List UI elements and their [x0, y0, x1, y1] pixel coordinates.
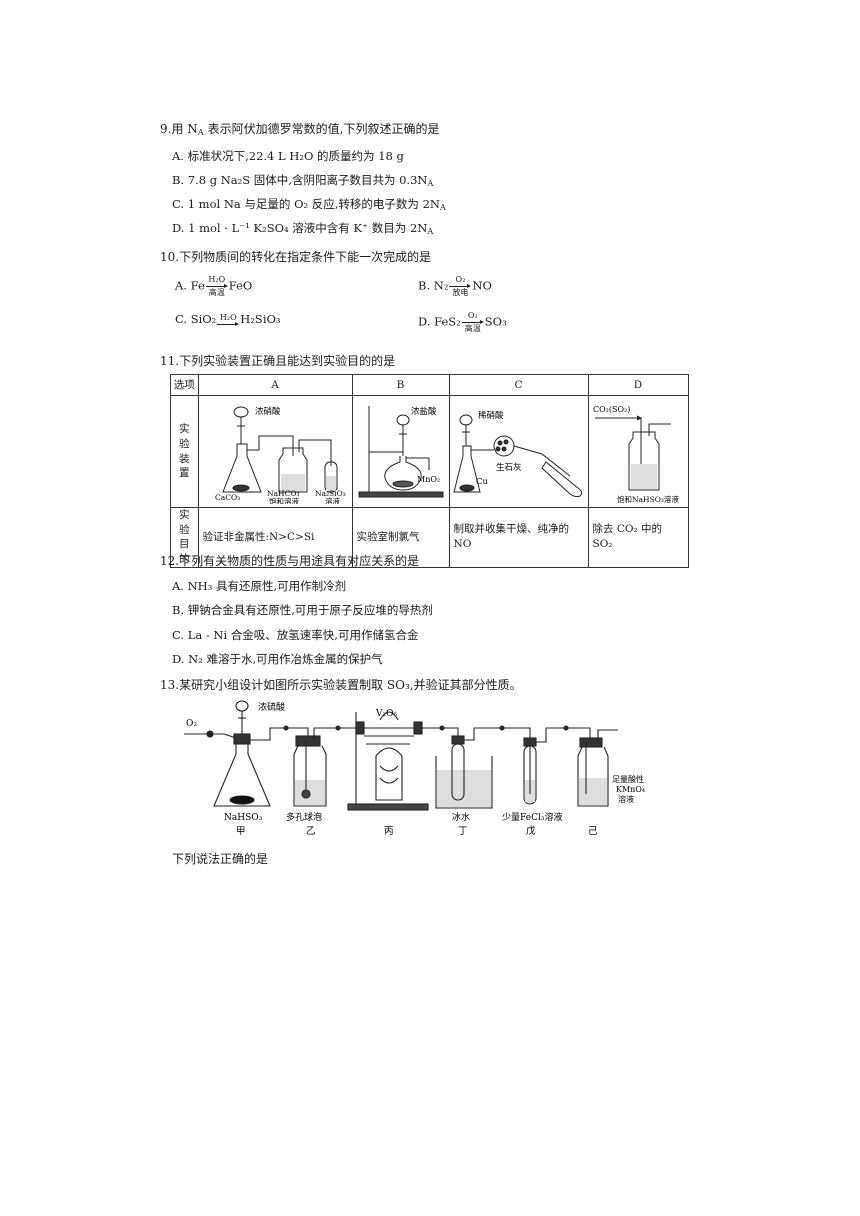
table-header-d: D [587, 374, 689, 396]
q9-option-d: D. 1 mol · L⁻¹ K₂SO₄ 溶液中含有 K⁺ 数目为 2NA [172, 221, 434, 236]
label-bubbler: 多孔球泡 [286, 811, 322, 823]
q12-option-a: A. NH₃ 具有还原性,可用作制冷剂 [172, 579, 347, 593]
q9-option-b: B. 7.8 g Na₂S 固体中,含阴阳离子数目共为 0.3NA [172, 173, 434, 188]
purpose-d: 除去 CO₂ 中的 SO₂ [587, 507, 689, 568]
label-ice-water: 冰水 [452, 811, 470, 823]
q9-stem: 9.用 NA 表示阿伏加德罗常数的值,下列叙述正确的是 [160, 122, 440, 138]
q11-table: 选项 A B C D 实验装置 [170, 374, 689, 568]
label-dilute-nitric: 稀硝酸 [478, 410, 504, 421]
q9-option-a: A. 标准状况下,22.4 L H₂O 的质量约为 18 g [172, 149, 404, 163]
purpose-b: 实验室制氯气 [351, 507, 450, 568]
row-label-apparatus: 实验装置 [170, 395, 199, 508]
q12-option-c: C. La - Ni 合金吸、放氢速率快,可用作储氢合金 [172, 628, 419, 642]
station-ji: 己 [588, 826, 598, 837]
table-header-b: B [351, 374, 450, 396]
station-jia: 甲 [236, 826, 246, 837]
label-conc-nitric: 浓硝酸 [255, 406, 281, 417]
label-mno2: MnO₂ [417, 475, 440, 484]
station-ding: 丁 [458, 826, 468, 837]
table-header-a: A [197, 374, 353, 396]
apparatus-a-drawing: 浓硝酸 CaCO₃ NaHCO₃ 饱和溶液 Na₂SiO₃ 溶液 [215, 406, 346, 506]
apparatus-c-drawing: 稀硝酸 生石灰 Cu [452, 410, 582, 498]
apparatus-d-drawing: CO₂(SO₂) 饱和NaHSO₃溶液 [593, 405, 679, 504]
q13-stem: 13.某研究小组设计如图所示实验装置制取 SO₃,并验证其部分性质。 [160, 678, 522, 692]
station-bing: 丙 [384, 826, 394, 837]
q12-option-d: D. N₂ 难溶于水,可用作冶炼金属的保护气 [172, 652, 383, 666]
table-header-c: C [448, 374, 589, 396]
label-na2sio3: Na₂SiO₃ [315, 489, 346, 498]
station-yi: 乙 [306, 826, 316, 837]
label-co2-so2: CO₂(SO₂) [593, 405, 630, 414]
label-nahso3: NaHSO₃ [224, 813, 263, 823]
label-conc-sulfuric: 浓硫酸 [258, 701, 285, 713]
apparatus-d: CO₂(SO₂) 饱和NaHSO₃溶液 [587, 395, 689, 508]
label-kmno4-1: 足量酸性 [612, 774, 644, 784]
q13-followup: 下列说法正确的是 [172, 852, 269, 866]
label-solution: 溶液 [325, 496, 340, 504]
label-kmno4-2: KMnO₄ [616, 785, 645, 794]
label-saturated: 饱和溶液 [269, 496, 299, 504]
q11-stem: 11.下列实验装置正确且能达到实验目的的是 [160, 354, 396, 368]
table-header-option: 选项 [170, 374, 199, 396]
label-v2o5: V₂O₅ [375, 709, 397, 719]
q9-option-c: C. 1 mol Na 与足量的 O₂ 反应,转移的电子数为 2NA [172, 197, 446, 212]
q13-apparatus-diagram: O₂ 浓硫酸 V₂O₅ NaHSO₃ 多孔球泡 冰水 少量FeCl₃溶液 足量酸… [184, 700, 645, 837]
station-wu: 戊 [526, 825, 536, 837]
purpose-a: 验证非金属性:N>C>Si [197, 507, 353, 568]
label-fecl3: 少量FeCl₃溶液 [502, 811, 562, 823]
purpose-c: 制取并收集干燥、纯净的NO [448, 507, 589, 568]
apparatus-b-drawing: 浓盐酸 MnO₂ [358, 406, 443, 498]
label-cu: Cu [476, 477, 489, 487]
label-kmno4-3: 溶液 [618, 794, 634, 804]
label-quicklime: 生石灰 [496, 462, 522, 473]
q12-stem: 12.下列有关物质的性质与用途具有对应关系的是 [160, 554, 420, 568]
label-nahco3: NaHCO₃ [267, 489, 299, 498]
q10-stem: 10.下列物质间的转化在指定条件下能一次完成的是 [160, 250, 432, 264]
apparatus-a: 浓硝酸 CaCO₃ NaHCO₃ 饱和溶液 Na₂SiO₃ 溶液 [197, 395, 353, 508]
apparatus-c: 稀硝酸 生石灰 Cu [448, 395, 589, 508]
label-conc-hcl: 浓盐酸 [411, 406, 437, 417]
q12-option-b: B. 钾钠合金具有还原性,可用于原子反应堆的导热剂 [172, 603, 433, 617]
label-sat-nahso3: 饱和NaHSO₃溶液 [617, 494, 679, 504]
apparatus-b: 浓盐酸 MnO₂ [351, 395, 450, 508]
label-o2-inlet: O₂ [186, 719, 197, 729]
label-caco3: CaCO₃ [215, 493, 240, 502]
